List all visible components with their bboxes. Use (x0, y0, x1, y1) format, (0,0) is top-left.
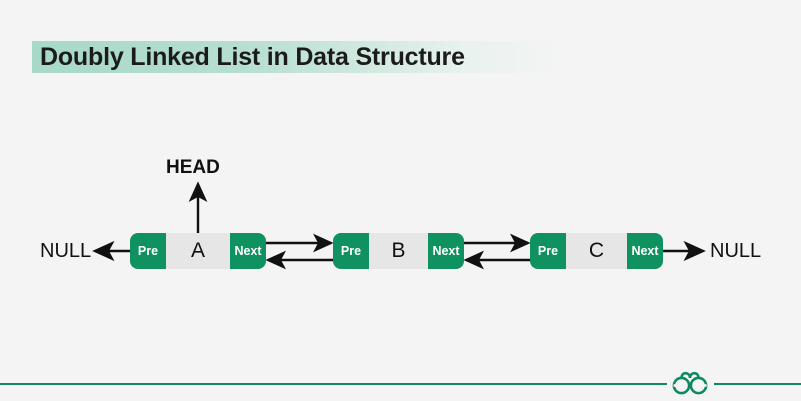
list-node-c: Pre C Next (530, 233, 663, 269)
node-c-next-pointer: Next (627, 233, 663, 269)
node-c-prev-pointer: Pre (530, 233, 566, 269)
node-a-value: A (166, 233, 230, 269)
node-c-value: C (566, 233, 627, 269)
list-node-b: Pre B Next (333, 233, 464, 269)
title-highlight-band (32, 41, 562, 73)
page-title-text: Doubly Linked List in Data Structure (40, 43, 465, 71)
head-label: HEAD (166, 157, 220, 178)
node-b-next-pointer: Next (428, 233, 464, 269)
node-b-value: B (369, 233, 428, 269)
list-node-a: Pre A Next (130, 233, 266, 269)
geeksforgeeks-logo (672, 371, 708, 395)
node-a-next-pointer: Next (230, 233, 266, 269)
node-a-prev-pointer: Pre (130, 233, 166, 269)
null-label-right: NULL (710, 240, 762, 262)
footer-rule-right (714, 383, 801, 385)
footer-rule-left (0, 383, 667, 385)
node-b-prev-pointer: Pre (333, 233, 369, 269)
null-label-left: NULL (40, 240, 92, 262)
page-title: Doubly Linked List in Data Structure (32, 38, 592, 76)
